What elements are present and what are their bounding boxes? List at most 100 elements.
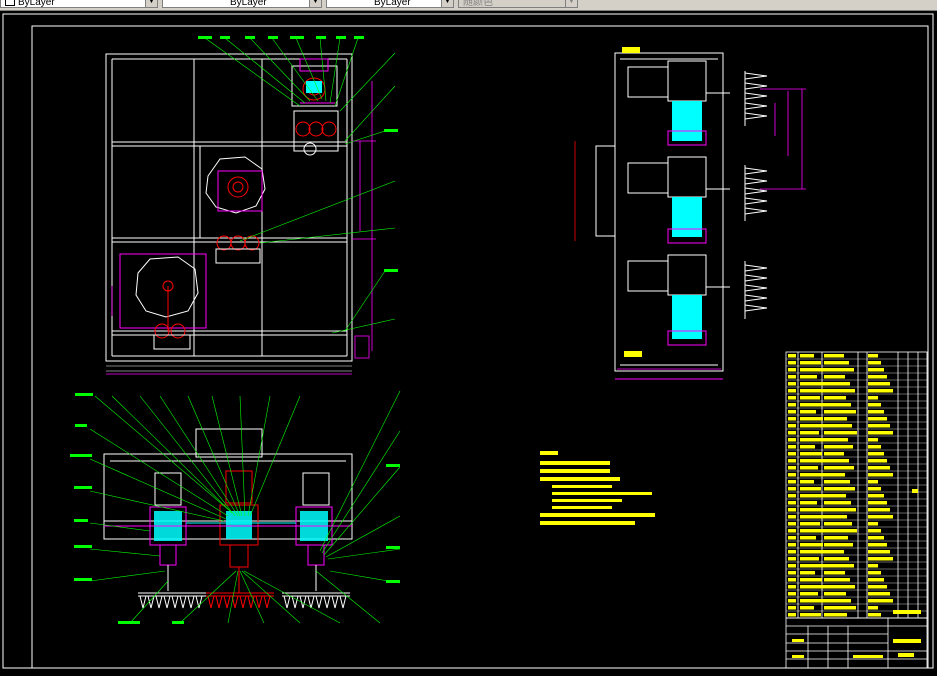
parts-list-rows xyxy=(786,358,927,612)
parts-list-cell-text xyxy=(824,417,847,421)
parts-list-cell-text xyxy=(800,494,828,498)
color-dropdown[interactable]: ByLayer ▼ xyxy=(326,0,454,8)
parts-list-cell-text xyxy=(824,508,856,512)
parts-list-cell-text xyxy=(788,375,796,379)
parts-list-cell-text xyxy=(788,354,796,358)
top-view-motor-2 xyxy=(199,145,266,264)
parts-list-cell-text xyxy=(788,389,796,393)
parts-list-cell-text xyxy=(824,522,852,526)
parts-list-cell-text xyxy=(800,543,823,547)
parts-list-cell-text xyxy=(788,361,796,365)
parts-list-cell-text xyxy=(800,480,814,484)
parts-list-cell-text xyxy=(868,592,890,596)
parts-list-cell-text xyxy=(824,452,844,456)
parts-list-cell-text xyxy=(788,431,796,435)
parts-list-cell-text xyxy=(788,487,796,491)
parts-list-cell-text xyxy=(800,466,818,470)
parts-list-cell-text xyxy=(788,585,796,589)
parts-list-cell-text xyxy=(800,613,821,617)
parts-list-cell-text xyxy=(800,536,816,540)
parts-list-cell-text xyxy=(868,466,890,470)
parts-list-cell-text xyxy=(868,543,887,547)
drawing-canvas[interactable] xyxy=(0,11,937,671)
front-view-brush-right xyxy=(282,592,350,609)
parts-list-cell-text xyxy=(788,522,796,526)
parts-list-cell-text xyxy=(800,368,828,372)
parts-list-cell-text xyxy=(868,445,881,449)
parts-list-cell-text xyxy=(800,557,819,561)
parts-list-cell-text xyxy=(800,515,831,519)
parts-list-cell-text xyxy=(868,613,881,617)
parts-list-cell-text xyxy=(788,410,796,414)
top-view-motor-1 xyxy=(291,58,339,156)
front-view-leader-tags xyxy=(70,393,400,624)
parts-list-cell-text xyxy=(788,452,796,456)
lineweight-dropdown[interactable]: ByLayer ▼ xyxy=(162,0,322,8)
parts-list-cell-text xyxy=(800,361,821,365)
parts-list-cell-text xyxy=(824,606,856,610)
parts-list-cell-text xyxy=(868,368,884,372)
parts-list-cell-text xyxy=(824,431,857,435)
color-value: ByLayer xyxy=(374,0,411,8)
parts-list-cell-text xyxy=(824,585,855,589)
parts-list-cell-text xyxy=(800,529,827,533)
front-view-leader-lines xyxy=(89,390,401,624)
parts-list-cell-text xyxy=(824,396,846,400)
parts-list-cell-text xyxy=(824,424,852,428)
parts-list-cell-text xyxy=(824,473,845,477)
side-view-unit-2 xyxy=(627,156,768,244)
parts-list-cell-text xyxy=(824,592,846,596)
side-view-unit-3 xyxy=(627,254,768,346)
parts-list-cell-text xyxy=(824,571,845,575)
parts-list-cell-text xyxy=(868,354,878,358)
chevron-down-icon[interactable]: ▼ xyxy=(565,0,577,7)
parts-list-cell-text xyxy=(800,473,825,477)
parts-list-cell-text xyxy=(800,599,825,603)
parts-list-cell-text xyxy=(800,592,818,596)
parts-list-cell-text xyxy=(824,543,853,547)
parts-list-cell-text xyxy=(800,508,824,512)
parts-list-cell-text xyxy=(788,368,796,372)
parts-list-cell-text xyxy=(788,445,796,449)
parts-list-cell-text xyxy=(824,578,850,582)
parts-list-cell-text xyxy=(788,396,796,400)
parts-list-cell-text xyxy=(788,403,796,407)
parts-list-cell-text xyxy=(868,599,893,603)
top-view-leader-lines xyxy=(204,37,396,334)
chevron-down-icon[interactable]: ▼ xyxy=(441,0,453,7)
front-view-motor-left xyxy=(149,472,187,591)
parts-list-cell-text xyxy=(868,585,887,589)
parts-list-cell-text xyxy=(800,578,822,582)
parts-list-cell-text xyxy=(800,564,826,568)
linetype-dropdown[interactable]: ByLayer ▼ xyxy=(0,0,158,8)
parts-list-cell-text xyxy=(868,550,890,554)
plotstyle-dropdown[interactable]: 随颜色 ▼ xyxy=(458,0,578,8)
linetype-swatch-icon xyxy=(5,0,15,6)
chevron-down-icon[interactable]: ▼ xyxy=(145,0,157,7)
parts-list-cell-text xyxy=(800,424,830,428)
parts-list-cell-text xyxy=(868,473,893,477)
parts-list-cell-text xyxy=(800,452,822,456)
parts-list-cell-text xyxy=(824,550,844,554)
parts-list-cell-text xyxy=(788,606,796,610)
parts-list-cell-text xyxy=(800,417,823,421)
parts-list-cell-text xyxy=(788,459,796,463)
parts-list-cell-text xyxy=(868,361,881,365)
front-view-shaft xyxy=(104,522,352,527)
front-view-motor-right xyxy=(295,472,333,591)
front-view-brush-center xyxy=(206,592,274,609)
parts-list-cell-text xyxy=(788,515,796,519)
parts-list-cell-text xyxy=(800,571,815,575)
chevron-down-icon[interactable]: ▼ xyxy=(309,0,321,7)
parts-list-cell-text xyxy=(800,585,829,589)
parts-list-cell-text xyxy=(824,354,844,358)
parts-list-cell-text xyxy=(868,522,878,526)
top-view-dimension-lines xyxy=(106,81,376,375)
parts-list-cell-text xyxy=(800,396,820,400)
parts-list-cell-text xyxy=(824,410,856,414)
parts-list-cell-text xyxy=(868,578,884,582)
title-block xyxy=(785,617,928,669)
technical-notes xyxy=(540,451,655,525)
parts-list-cell-text xyxy=(800,501,817,505)
parts-list-cell-text xyxy=(788,473,796,477)
